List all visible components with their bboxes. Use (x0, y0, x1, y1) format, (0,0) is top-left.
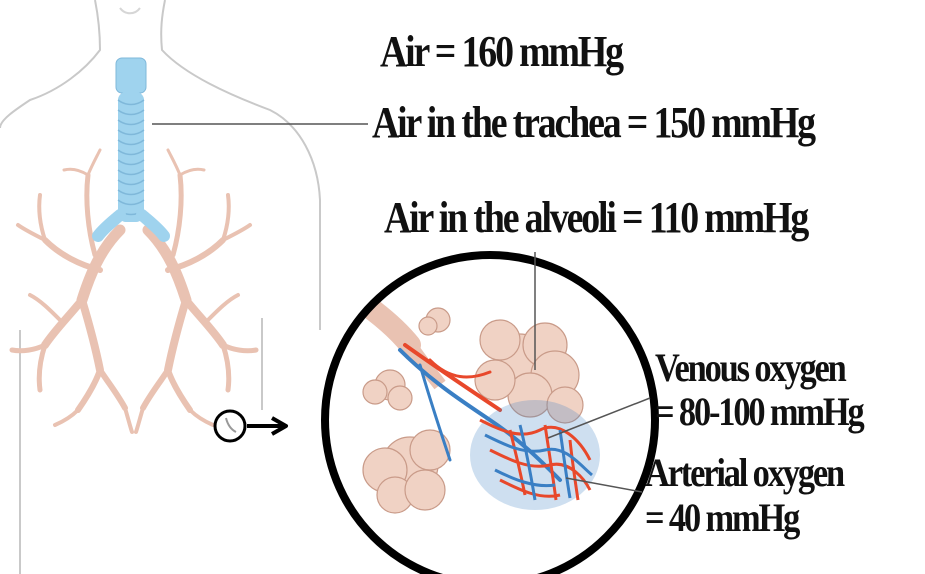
label-alveoli-pressure: Air in the alveoli = 110 mmHg (384, 193, 809, 242)
body-outline (0, 0, 102, 129)
neck-detail (119, 7, 141, 15)
alveolus-highlight-circle (213, 409, 247, 443)
zoom-arrow-head (271, 416, 288, 436)
label-air-pressure: Air = 160 mmHg (380, 27, 624, 76)
label-trachea-pressure: Air in the trachea = 150 mmHg (372, 98, 816, 147)
label-venous-oxygen-value: = 80-100 mmHg (655, 389, 865, 434)
capillary-bed (470, 400, 600, 510)
alveolus-detail (225, 417, 237, 433)
right-bronchial-tree (136, 150, 256, 432)
body-outline (160, 0, 321, 330)
label-arterial-oxygen-value: = 40 mmHg (645, 495, 800, 540)
arterial-leader-line (565, 477, 643, 493)
left-bronchial-tree (9, 148, 134, 434)
label-arterial-oxygen: Arterial oxygen (645, 450, 845, 495)
magnified-circle (321, 251, 659, 574)
venous-leader-line (547, 397, 651, 439)
label-venous-oxygen: Venous oxygen (655, 345, 847, 390)
trachea (92, 57, 170, 242)
